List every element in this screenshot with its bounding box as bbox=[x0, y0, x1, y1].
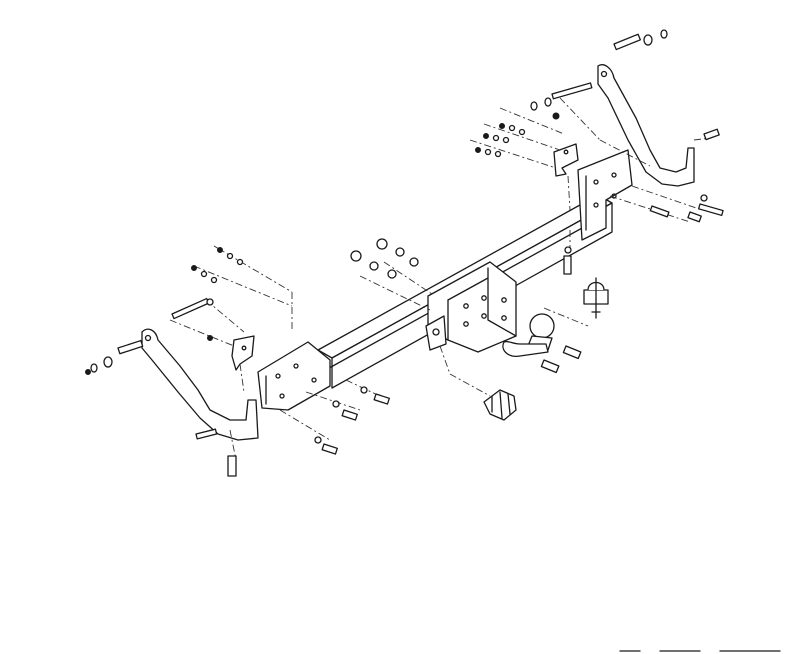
left-end-plate bbox=[257, 341, 331, 411]
fasteners bbox=[85, 29, 724, 477]
electrical-socket bbox=[483, 389, 517, 421]
socket-symbol bbox=[583, 277, 609, 319]
right-side-arm bbox=[597, 64, 695, 187]
tow-ball bbox=[502, 313, 555, 357]
center-hitch-plate bbox=[427, 261, 517, 353]
right-bracket bbox=[553, 143, 579, 177]
assembly-lines bbox=[169, 97, 711, 461]
socket-bracket bbox=[425, 315, 447, 351]
right-end-plate bbox=[577, 149, 633, 241]
left-bracket bbox=[231, 335, 255, 371]
left-side-arm bbox=[141, 328, 259, 441]
